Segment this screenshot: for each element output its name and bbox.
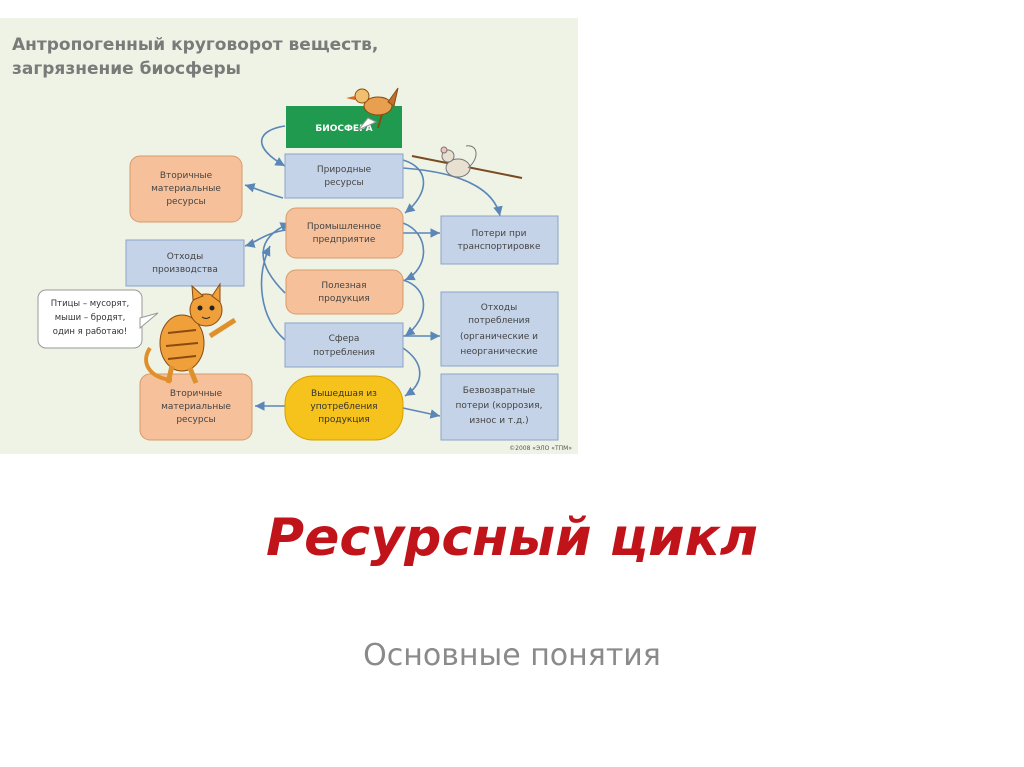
consumption-waste-box: [440, 291, 559, 367]
discarded-line-1: Вышедшая из: [311, 389, 377, 399]
secondary-top-line-1: Вторичные: [160, 171, 213, 181]
speech-line-1: Птицы – мусорят,: [51, 299, 130, 309]
irreversible-line-3: износ и т.д.): [469, 416, 528, 426]
secondary-bottom-line-2: материальные: [161, 402, 231, 412]
diagram-heading-line-1: Антропогенный круговорот веществ,: [12, 35, 378, 55]
diagram-heading-line-2: загрязнение биосферы: [12, 59, 241, 79]
natural-resources-line-1: Природные: [317, 165, 372, 175]
irreversible-line-2: потери (коррозия,: [456, 401, 543, 411]
production-waste-box: [125, 239, 245, 287]
bird-illustration: [346, 87, 399, 131]
consumption-sphere-line-2: потребления: [313, 348, 375, 358]
speech-line-2: мыши – бродят,: [55, 313, 126, 323]
cat-illustration: [144, 282, 237, 384]
secondary-resources-bottom-box: [139, 373, 253, 441]
industrial-line-2: предприятие: [313, 235, 376, 245]
flow-arrows: [244, 125, 503, 419]
production-waste-line-2: производства: [152, 265, 218, 275]
secondary-bottom-line-3: ресурсы: [176, 415, 215, 425]
useful-products-line-1: Полезная: [321, 281, 366, 291]
consumption-sphere-line-1: Сфера: [329, 334, 360, 344]
transport-losses-line-1: Потери при: [472, 229, 527, 239]
useful-products-line-2: продукция: [318, 294, 369, 304]
transport-losses-line-2: транспортировке: [458, 242, 541, 252]
discarded-line-3: продукция: [318, 415, 369, 425]
transport-losses-box: [440, 215, 559, 265]
irreversible-losses-box: [440, 373, 559, 441]
secondary-top-line-3: ресурсы: [166, 197, 205, 207]
natural-resources-box: [284, 153, 404, 199]
consumption-waste-line-1: Отходы: [481, 303, 518, 313]
resource-cycle-diagram: Антропогенный круговорот веществ, загряз…: [12, 35, 572, 452]
biosphere-label: БИОСФЕРА: [315, 124, 372, 134]
industrial-line-1: Промышленное: [307, 222, 382, 232]
secondary-top-line-2: материальные: [151, 184, 221, 194]
consumption-sphere-box: [284, 322, 404, 368]
consumption-waste-line-2: потребления: [468, 316, 530, 326]
industrial-enterprise-box: [285, 207, 404, 259]
useful-products-box: [285, 269, 404, 315]
production-waste-line-1: Отходы: [167, 252, 204, 262]
slide-title: Ресурсный цикл: [266, 508, 758, 568]
discarded-products-box: [284, 375, 404, 441]
mouse-illustration: [411, 145, 523, 179]
diagram-figure: Антропогенный круговорот веществ, загряз…: [0, 18, 578, 454]
secondary-resources-top-box: [129, 155, 243, 223]
speech-bubble-tail: [139, 312, 159, 330]
secondary-bottom-line-1: Вторичные: [170, 389, 223, 399]
copyright-note: ©2008 «ЭЛО «ТПМ»: [509, 445, 572, 452]
slide-subtitle: Основные понятия: [363, 638, 661, 673]
irreversible-line-1: Безвозвратные: [463, 386, 536, 396]
speech-line-3: один я работаю!: [53, 327, 127, 337]
consumption-waste-line-3: (органические и: [460, 332, 538, 342]
consumption-waste-line-4: неорганические: [460, 347, 538, 357]
discarded-line-2: употребления: [310, 402, 377, 412]
natural-resources-line-2: ресурсы: [324, 178, 363, 188]
